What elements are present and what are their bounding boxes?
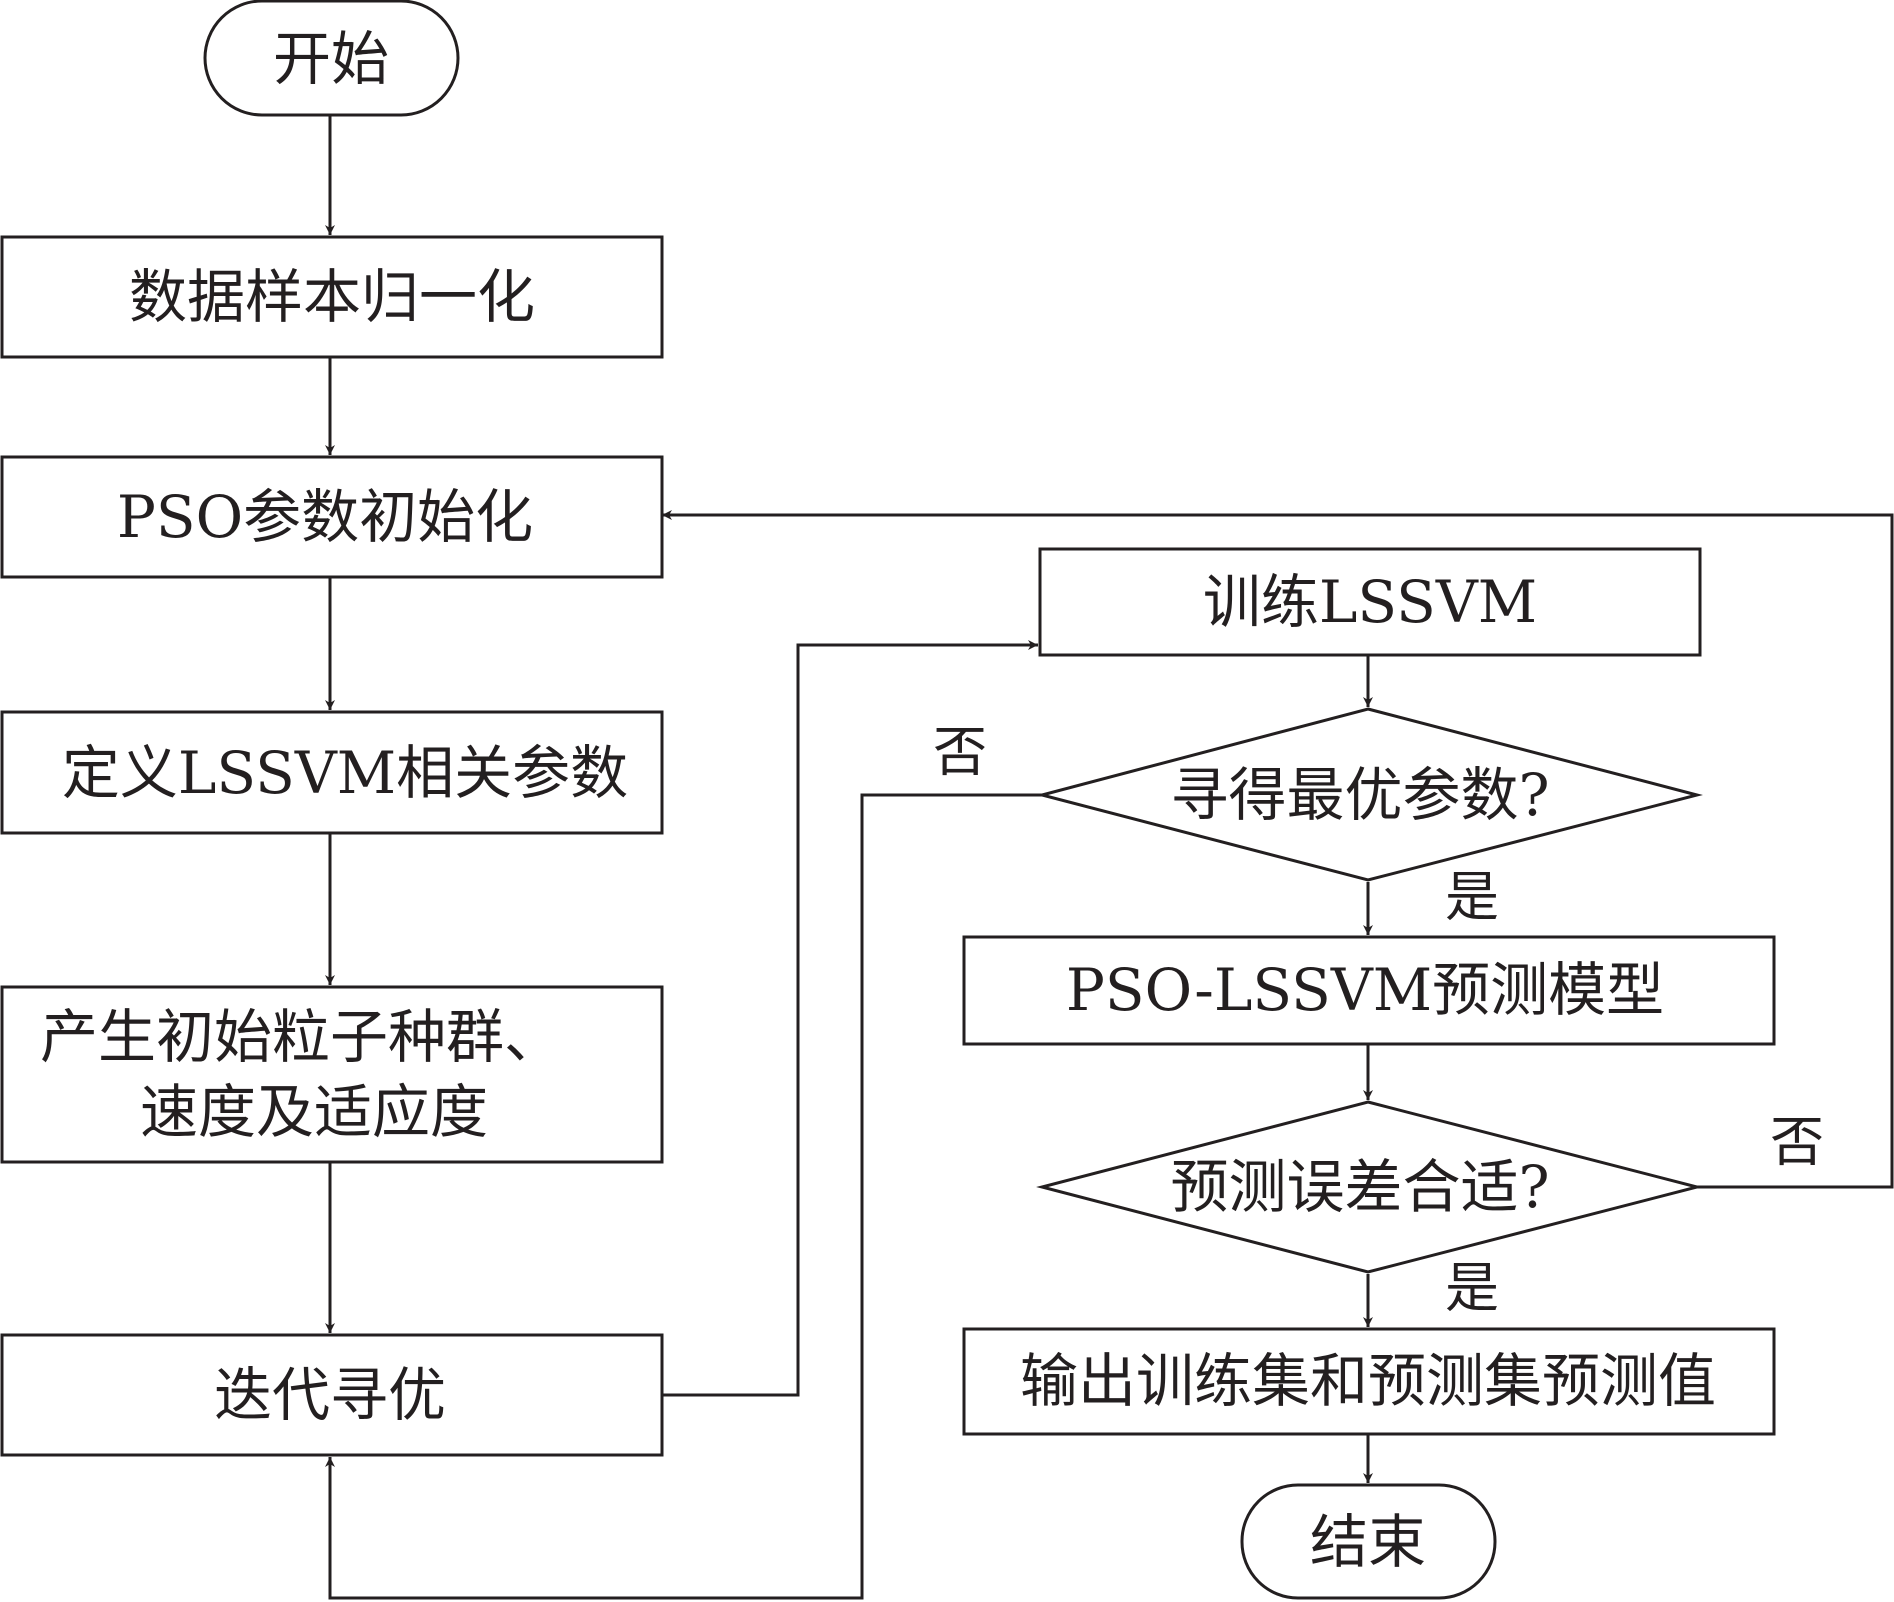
model-node: PSO-LSSVM预测模型 xyxy=(962,935,1776,1046)
generate-label-line2: 速度及适应度 xyxy=(140,1078,488,1146)
start-node: 开始 xyxy=(203,0,460,117)
generate-box xyxy=(0,985,664,1164)
edge-label-optimal-yes: 是 xyxy=(1445,866,1499,929)
decision-optimal-node: 寻得最优参数? xyxy=(1036,707,1703,882)
decision-error-node: 预测误差合适? xyxy=(1036,1100,1703,1274)
arrow-iterate-to-train xyxy=(662,640,1038,1397)
end-node: 结束 xyxy=(1240,1483,1497,1600)
normalize-label: 数据样本归一化 xyxy=(129,263,535,331)
start-label: 开始 xyxy=(273,25,389,93)
decision-error-diamond xyxy=(1036,1100,1703,1274)
iterate-node: 迭代寻优 xyxy=(0,1333,664,1457)
start-terminator xyxy=(203,0,460,117)
decision-optimal-label: 寻得最优参数? xyxy=(1170,761,1549,829)
output-box xyxy=(962,1327,1776,1436)
define-params-label: 定义LSSVM相关参数 xyxy=(62,739,628,807)
arrow-error-no-to-pso-init xyxy=(662,510,1894,1189)
normalize-box xyxy=(0,235,664,359)
generate-label-line1: 产生初始粒子种群、 xyxy=(40,1003,562,1071)
train-node: 训练LSSVM xyxy=(1038,547,1702,657)
pso-init-label: PSO参数初始化 xyxy=(117,483,533,551)
define-params-box xyxy=(0,710,664,835)
normalize-node: 数据样本归一化 xyxy=(0,235,664,359)
model-label: PSO-LSSVM预测模型 xyxy=(1066,956,1664,1024)
define-params-node: 定义LSSVM相关参数 xyxy=(0,710,664,835)
edge-label-error-yes: 是 xyxy=(1445,1257,1499,1320)
iterate-box xyxy=(0,1333,664,1457)
pso-init-box xyxy=(0,455,664,579)
generate-node: 产生初始粒子种群、 速度及适应度 xyxy=(0,985,664,1164)
model-box xyxy=(962,935,1776,1046)
end-label: 结束 xyxy=(1310,1508,1426,1576)
iterate-label: 迭代寻优 xyxy=(214,1361,446,1429)
output-node: 输出训练集和预测集预测值 xyxy=(962,1327,1776,1436)
connectors xyxy=(325,115,1894,1600)
end-terminator xyxy=(1240,1483,1497,1600)
edge-label-error-no: 否 xyxy=(1770,1111,1824,1174)
decision-error-label: 预测误差合适? xyxy=(1170,1153,1549,1221)
edge-label-optimal-no: 否 xyxy=(933,721,987,784)
pso-init-node: PSO参数初始化 xyxy=(0,455,664,579)
train-label: 训练LSSVM xyxy=(1203,568,1537,636)
output-label: 输出训练集和预测集预测值 xyxy=(1020,1347,1716,1415)
train-box xyxy=(1038,547,1702,657)
arrow-optimal-no-to-iterate xyxy=(325,793,1042,1600)
decision-optimal-diamond xyxy=(1036,707,1703,882)
